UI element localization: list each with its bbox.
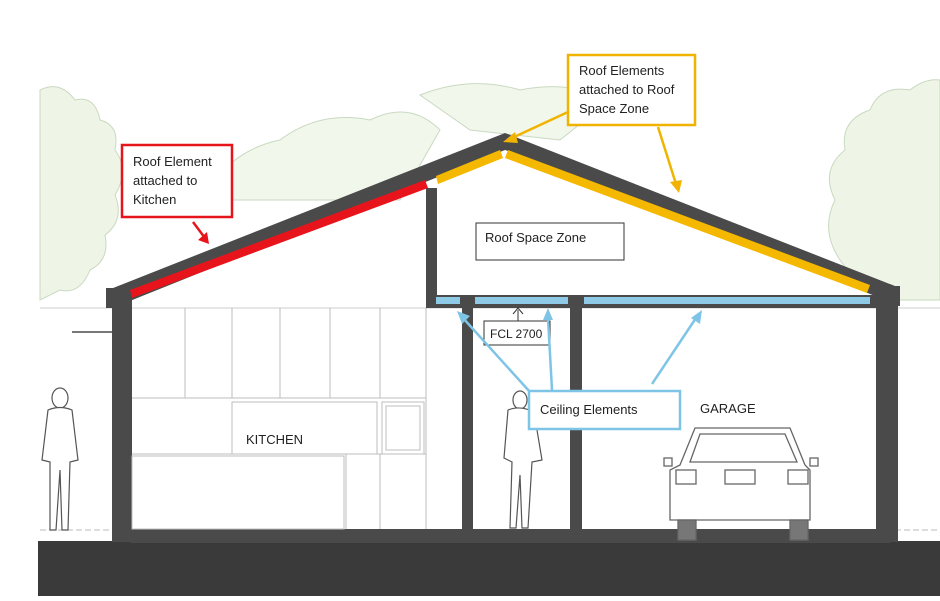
ground-slab xyxy=(38,541,940,596)
blue-arrow-mid-head xyxy=(543,308,553,320)
roof-space-roof-callout-line2: attached to Roof xyxy=(579,82,675,97)
yellow-arrow-left xyxy=(511,110,569,140)
roof-space-roof-callout-box xyxy=(566,53,697,127)
yellow-arrow-right-head xyxy=(670,180,682,193)
roof-space-roof-element-left xyxy=(436,150,503,184)
kitchen-roof-arrow-head xyxy=(198,232,209,244)
tree-left xyxy=(39,86,123,301)
wall-right xyxy=(876,300,898,542)
roof-space-roof-element-right xyxy=(505,150,870,293)
garage-label: GARAGE xyxy=(700,401,756,416)
island-bench xyxy=(131,455,345,530)
yellow-arrow-left-head xyxy=(503,132,518,143)
ceiling-callout-label: Ceiling Elements xyxy=(540,402,638,417)
yellow-arrow-right xyxy=(656,126,678,185)
blue-arrow-left-head xyxy=(457,311,470,324)
kitchen-label: KITCHEN xyxy=(246,432,303,447)
fcl-arrow-head xyxy=(512,307,524,315)
blue-arrow-right xyxy=(650,317,698,385)
ceiling-element-3 xyxy=(584,297,870,304)
wall-left xyxy=(112,300,132,542)
microwave xyxy=(381,401,425,455)
person-outside-icon xyxy=(41,387,79,531)
background-trees xyxy=(39,79,940,301)
ceiling-element-1 xyxy=(436,297,460,304)
fcl-box xyxy=(483,320,551,346)
blue-arrow-left xyxy=(462,317,531,393)
kitchen-roof-element xyxy=(130,180,428,298)
roof-space-roof-callout-line1: Roof Elements xyxy=(579,63,665,78)
microwave-window xyxy=(385,405,421,451)
wall-kitchen-right xyxy=(462,300,473,542)
blue-arrow-right-head xyxy=(691,310,702,324)
ceiling-callout-box xyxy=(527,389,682,431)
fcl-label: FCL 2700 xyxy=(490,327,543,341)
kitchen-cabinetry xyxy=(131,308,427,530)
tree-mid-left xyxy=(199,111,441,201)
kitchen-roof-callout-line1: Roof Element xyxy=(133,154,212,169)
wall-roof-space-left xyxy=(426,188,437,308)
floor-slab xyxy=(130,529,890,543)
ceiling-element-2 xyxy=(475,297,568,304)
walls xyxy=(112,188,898,543)
blue-arrow-mid xyxy=(546,317,554,391)
kitchen-roof-callout-line3: Kitchen xyxy=(133,192,176,207)
roof-space-zone-box xyxy=(475,222,625,261)
roof-space-zone-label: Roof Space Zone xyxy=(485,230,586,245)
roof-space-roof-callout-line3: Space Zone xyxy=(579,101,649,116)
kitchen-roof-callout-box xyxy=(120,143,234,219)
kitchen-roof-callout-line2: attached to xyxy=(133,173,197,188)
car-icon xyxy=(663,427,819,541)
ceiling-elements xyxy=(436,297,870,304)
kitchen-roof-arrow xyxy=(192,221,206,239)
